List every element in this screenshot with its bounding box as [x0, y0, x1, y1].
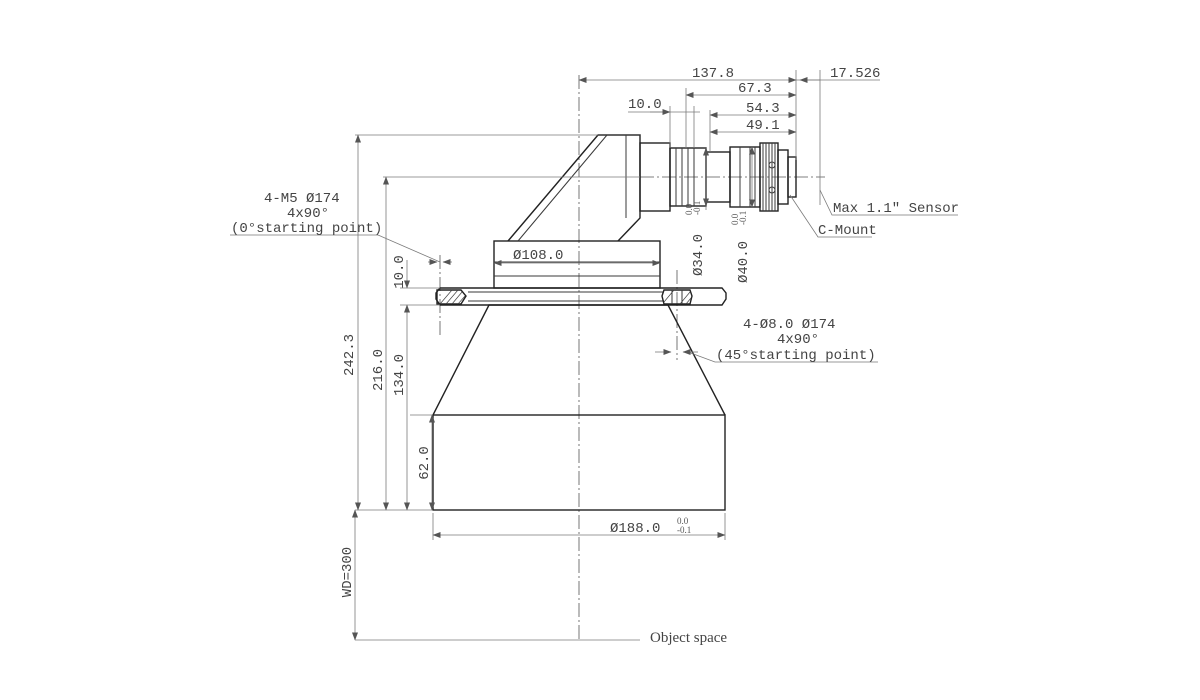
dia-34-tol-lower: -0.1: [692, 201, 702, 215]
dim-dia-188: Ø188.0: [610, 521, 660, 537]
dim-10-0-top: 10.0: [628, 97, 662, 113]
dim-62-0: 62.0: [417, 446, 433, 480]
hole-callout-line1: 4-Ø8.0 Ø174: [743, 317, 835, 333]
dia-40-tol-upper: 0.0: [730, 213, 740, 225]
c-mount-ring: [759, 142, 797, 212]
dim-242-3: 242.3: [342, 334, 358, 376]
hole-callout-line2: 4x90°: [777, 332, 819, 348]
dim-dia-40: Ø40.0: [736, 241, 752, 283]
dim-49-1: 49.1: [746, 118, 780, 134]
m5-callout-line2: 4x90°: [287, 206, 329, 222]
dim-dia-108: Ø108.0: [513, 248, 563, 264]
m5-leader: [230, 234, 441, 263]
prism-housing: [507, 134, 641, 242]
dim-sensor-offset: 17.526: [830, 66, 880, 82]
dia-34-tol-upper: 0.0: [684, 203, 694, 215]
dim-dia-34: Ø34.0: [691, 234, 707, 276]
dia-188-tol-lower: -0.1: [677, 525, 691, 535]
callout-leaders: [230, 189, 958, 363]
diameter-dimensions: [432, 146, 755, 540]
lens-body: [432, 134, 797, 511]
dim-216-0: 216.0: [371, 349, 387, 391]
dim-54-3: 54.3: [746, 101, 780, 117]
left-dimensions: [352, 134, 640, 641]
dim-67-3: 67.3: [738, 81, 772, 97]
dim-overall-width: 137.8: [692, 66, 734, 82]
sensor-callout: Max 1.1" Sensor: [833, 201, 959, 217]
dim-working-distance: WD=300: [340, 547, 356, 597]
dim-134-0: 134.0: [392, 354, 408, 396]
mount-callout: C-Mount: [818, 223, 877, 239]
center-lines: [439, 75, 825, 640]
m5-callout-line3: (0°starting point): [231, 221, 382, 237]
hole-leader: [687, 351, 878, 363]
m5-callout-line1: 4-M5 Ø174: [264, 191, 340, 207]
mount-leader: [789, 194, 872, 238]
dia-40-tol-lower: -0.1: [738, 211, 748, 225]
top-dimensions: [578, 70, 880, 205]
flange-hole-right: [661, 289, 693, 305]
dia-188-tol-upper: 0.0: [677, 516, 689, 526]
mount-flange: [435, 287, 727, 306]
sensor-leader: [819, 189, 958, 216]
flange-hole-left: [436, 289, 467, 305]
dim-flange-10-0: 10.0: [392, 255, 408, 289]
object-space-label: Object space: [650, 630, 727, 646]
hole-callout-line3: (45°starting point): [716, 348, 876, 364]
